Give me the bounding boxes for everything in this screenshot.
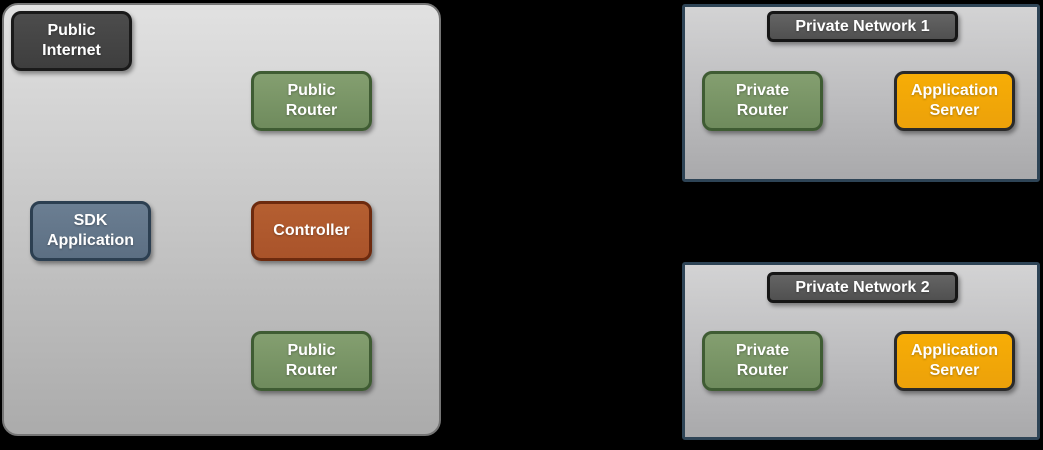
- node-label-line: Public: [47, 22, 96, 39]
- private-network-2-title: Private Network 2: [767, 272, 958, 303]
- node-label-line: Router: [285, 362, 338, 379]
- network-title-label: Private Network 2: [795, 279, 930, 296]
- private-network-1-title: Private Network 1: [767, 11, 958, 42]
- node-public-router-top: Public Router: [251, 71, 372, 131]
- node-label-line: Router: [736, 102, 789, 119]
- node-public-internet: Public Internet: [11, 11, 132, 71]
- node-public-router-bottom: Public Router: [251, 331, 372, 391]
- node-label-line: Server: [929, 362, 980, 379]
- node-label-line: Router: [736, 362, 789, 379]
- node-label-line: Application: [46, 232, 135, 249]
- node-label-line: Public: [287, 342, 336, 359]
- node-pn2-application-server: Application Server: [894, 331, 1015, 391]
- node-label-line: Internet: [42, 42, 101, 59]
- node-label-line: Server: [929, 102, 980, 119]
- node-pn1-application-server: Application Server: [894, 71, 1015, 131]
- node-label-line: Application: [910, 342, 999, 359]
- node-label-line: Controller: [273, 222, 350, 239]
- node-label-line: Public: [287, 82, 336, 99]
- network-title-label: Private Network 1: [795, 18, 930, 35]
- node-controller: Controller: [251, 201, 372, 261]
- node-sdk-application: SDK Application: [30, 201, 151, 261]
- node-label-line: Private: [735, 342, 790, 359]
- node-pn1-private-router: Private Router: [702, 71, 823, 131]
- node-pn2-private-router: Private Router: [702, 331, 823, 391]
- node-label-line: Private: [735, 82, 790, 99]
- node-label-line: Application: [910, 82, 999, 99]
- node-label-line: Router: [285, 102, 338, 119]
- node-label-line: SDK: [73, 212, 108, 229]
